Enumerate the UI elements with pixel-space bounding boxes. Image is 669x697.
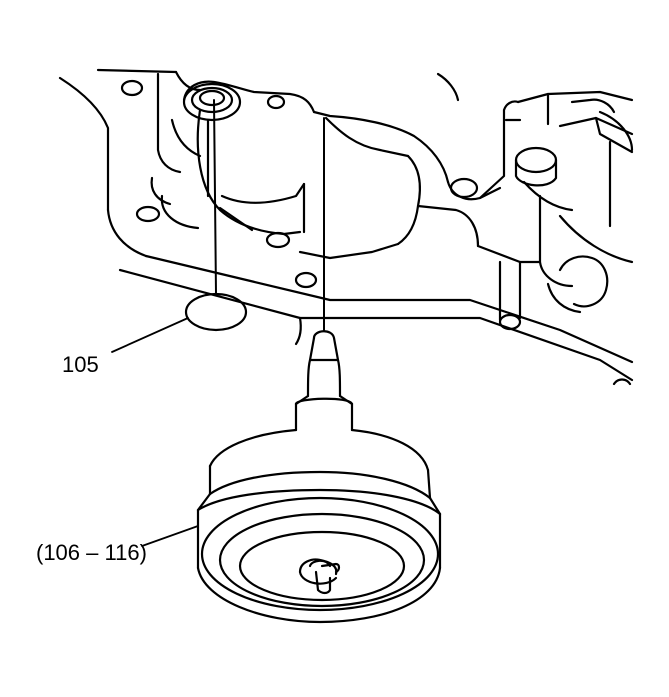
callout-105: 105 [62,352,99,377]
callout-106-116: (106 – 116) [36,540,147,565]
installation-guide-lines [213,99,325,331]
valve-bore-fitting [182,82,242,122]
case-bolt-holes [120,79,632,386]
part-106-116-piston-assembly [196,330,442,624]
transmission-case-housing [58,68,634,382]
leader-105 [111,317,189,353]
part-105-seal [184,292,248,332]
leader-106-116 [141,525,199,547]
